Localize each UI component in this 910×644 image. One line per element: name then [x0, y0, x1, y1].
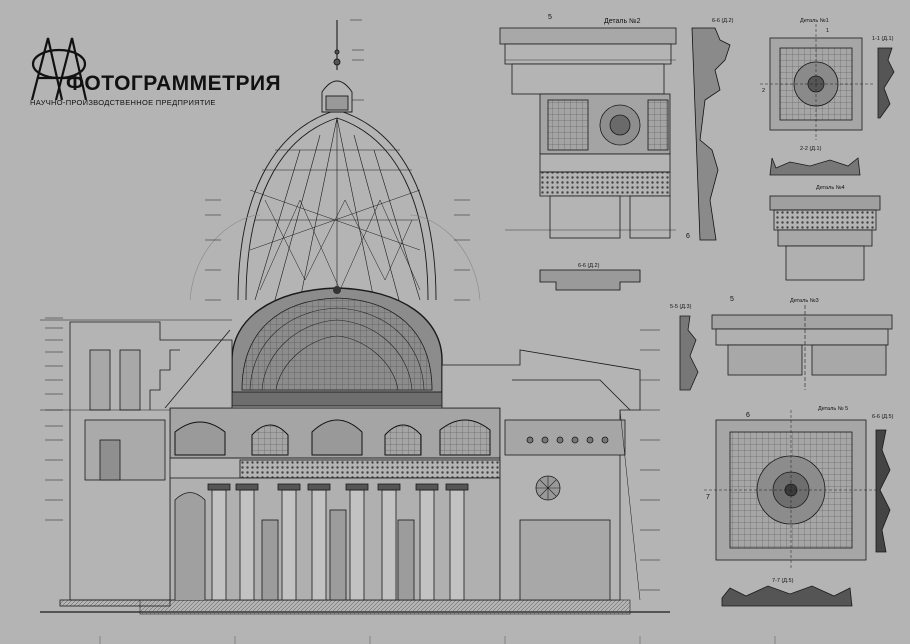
- detail-3-title: Деталь №3: [790, 298, 819, 304]
- detail-5-mark-7: 7: [706, 494, 710, 501]
- detail-4-title: Деталь №4: [816, 185, 845, 191]
- detail-1-title: Деталь №1: [800, 18, 829, 24]
- section-7-7: 7-7 (Д.5): [772, 578, 794, 584]
- section-6-6-d5: 6-6 (Д.5): [872, 414, 894, 420]
- lantern: [321, 20, 353, 113]
- ghost-dome-outline: [189, 214, 481, 301]
- sheet-ticks: [99, 636, 776, 644]
- logo-subtitle: НАУЧНО-ПРОИЗВОДСТВЕННОЕ ПРЕДПРИЯТИЕ: [30, 98, 216, 107]
- logo-title: ФОТОГРАММЕТРИЯ: [66, 72, 282, 95]
- section-2-2: 2-2 (Д.1): [800, 146, 822, 152]
- inner-dome: [231, 286, 443, 407]
- ground-line: [40, 599, 670, 615]
- company-logo-mark: [30, 37, 88, 101]
- section-1-1: 1-1 (Д.1): [872, 36, 894, 42]
- right-wing: [441, 349, 641, 601]
- section-5-5: 5-5 (Д.3): [670, 304, 692, 310]
- left-wing: [40, 319, 233, 607]
- detail-5-mark-6: 6: [746, 412, 750, 419]
- detail-1-mark-1: 1: [826, 28, 830, 34]
- section-6-6-top: 6-6 (Д.2): [712, 18, 734, 24]
- detail-5-title: Деталь № 5: [818, 406, 849, 412]
- detail-2-cut-right: 6: [686, 233, 690, 240]
- elevation-marks: [45, 19, 660, 591]
- lower-colonnade: [169, 477, 501, 601]
- detail-2-title: Деталь №2: [604, 18, 641, 25]
- detail-3-cut: 5: [730, 296, 734, 303]
- detail-2-cut-left: 5: [548, 14, 552, 21]
- section-6-6-bottom: 6-6 (Д.2): [578, 263, 600, 269]
- detail-1-mark-2: 2: [762, 88, 766, 94]
